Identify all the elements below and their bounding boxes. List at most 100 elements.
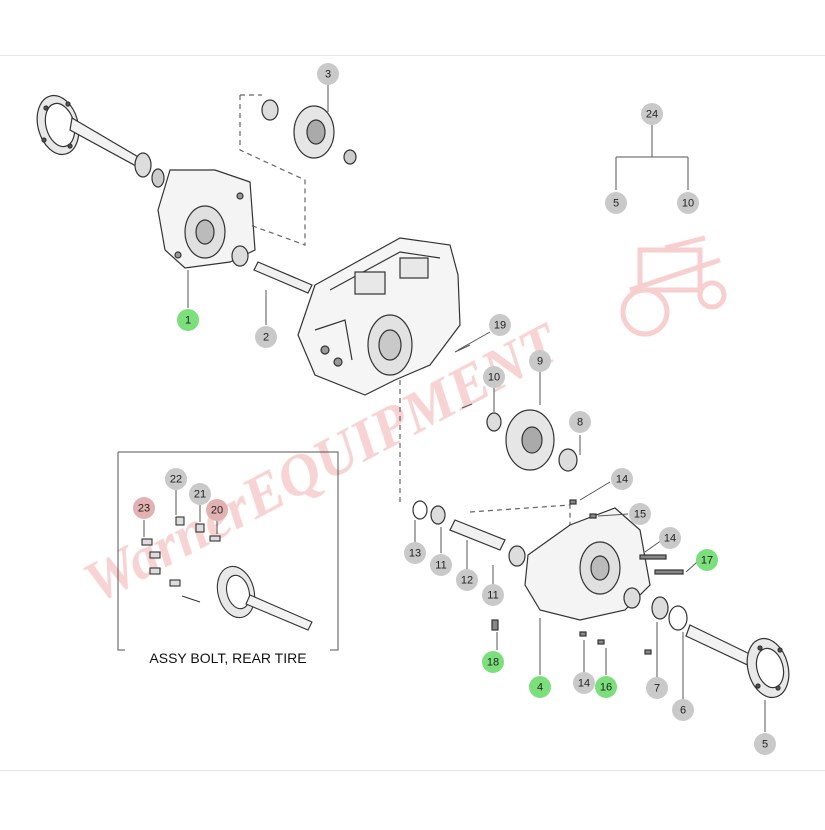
bottom-divider: [0, 770, 825, 771]
callout-c10a: 10: [677, 192, 699, 214]
callout-bubble: [659, 527, 681, 549]
callout-number: 11: [435, 560, 446, 572]
callout-bubble: [646, 677, 668, 699]
callout-bubble: [696, 549, 718, 571]
callout-bubble: [605, 192, 627, 214]
callout-number: 16: [600, 682, 612, 694]
callout-number: 4: [537, 682, 543, 694]
callout-c23: 23: [133, 497, 155, 519]
dashed-guide-upper: [239, 95, 306, 246]
callout-number: 6: [680, 705, 686, 717]
leader-lines: [143, 85, 766, 732]
callout-bubble: [529, 676, 551, 698]
callout-number: 12: [461, 575, 473, 587]
callout-bubble: [206, 499, 228, 521]
callout-c10b: 10: [483, 366, 505, 388]
callout-c24: 24: [641, 103, 663, 125]
right-hub-flange: [746, 637, 790, 699]
callout-bubble: [611, 468, 633, 490]
inset-caption: ASSY BOLT, REAR TIRE: [149, 650, 306, 666]
upper-gear-group: [239, 94, 357, 246]
callout-number: 10: [682, 198, 694, 210]
right-seal: [651, 596, 669, 620]
callout-c5a: 5: [605, 192, 627, 214]
input-shaft: [253, 261, 313, 294]
callout-c19: 19: [489, 314, 511, 336]
callout-c7: 7: [646, 677, 668, 699]
callout-number: 18: [487, 657, 499, 669]
callout-c2: 2: [255, 326, 277, 348]
callout-number: 11: [487, 590, 498, 602]
callout-bubble: [569, 411, 591, 433]
callout-number: 15: [634, 509, 646, 521]
callout-number: 1: [185, 315, 191, 327]
callout-bubble: [165, 468, 187, 490]
callout-bubble: [641, 103, 663, 125]
callout-number: 21: [194, 489, 206, 501]
upper-bearing: [261, 99, 279, 121]
inset-rear-tire-bolt: ASSY BOLT, REAR TIRE: [117, 451, 339, 668]
callout-bubble: [754, 733, 776, 755]
callout-c4: 4: [529, 676, 551, 698]
callout-bubble: [456, 569, 478, 591]
callout-number: 3: [325, 69, 331, 81]
upper-nut: [343, 149, 357, 165]
callout-bubble: [672, 699, 694, 721]
callout-c9: 9: [529, 350, 551, 372]
callout-markers: 1234556789101011111213141414151617181920…: [133, 63, 776, 755]
callout-number: 7: [654, 683, 660, 695]
callout-number: 5: [762, 739, 768, 751]
callout-c17: 17: [696, 549, 718, 571]
callout-bubble: [489, 314, 511, 336]
callout-number: 19: [494, 320, 506, 332]
callout-bubble: [483, 366, 505, 388]
callout-bubble: [317, 63, 339, 85]
callout-c5b: 5: [754, 733, 776, 755]
left-axle-assembly: [36, 94, 256, 269]
callout-bubble: [529, 350, 551, 372]
callout-c16: 16: [595, 676, 617, 698]
snap-ring: [412, 500, 428, 520]
callout-c14c: 14: [573, 672, 595, 694]
callout-c13: 13: [404, 542, 426, 564]
top-divider: [0, 55, 825, 56]
callout-number: 22: [170, 474, 182, 486]
callout-bubble: [629, 503, 651, 525]
callout-c14a: 14: [611, 468, 633, 490]
callout-bubble: [677, 192, 699, 214]
callout-bubble: [595, 676, 617, 698]
callout-number: 9: [537, 356, 543, 368]
left-hub-flange: [36, 94, 80, 156]
callout-c11b: 11: [482, 584, 504, 606]
callout-number: 13: [409, 548, 421, 560]
right-axle-assembly: [412, 499, 790, 699]
left-axle-shaft: [69, 117, 141, 167]
callout-number: 8: [577, 417, 583, 429]
callout-c6: 6: [672, 699, 694, 721]
callout-bubble: [255, 326, 277, 348]
callout-number: 14: [578, 678, 590, 690]
callout-number: 23: [138, 503, 150, 515]
callout-bubble: [430, 554, 452, 576]
middle-gear-group: [399, 344, 578, 540]
callout-c1: 1: [177, 309, 199, 331]
callout-bubble: [133, 497, 155, 519]
callout-bubble: [177, 309, 199, 331]
pinion-shaft: [449, 519, 506, 551]
callout-number: 5: [613, 198, 619, 210]
callout-bubble: [482, 584, 504, 606]
thrust-washer: [668, 605, 688, 631]
callout-number: 24: [646, 109, 658, 121]
callout-c21: 21: [189, 483, 211, 505]
callout-c22: 22: [165, 468, 187, 490]
callout-number: 17: [701, 555, 713, 567]
tractor-logo: [620, 235, 727, 337]
callout-c11a: 11: [430, 554, 452, 576]
callout-bubble: [404, 542, 426, 564]
callout-c15: 15: [629, 503, 651, 525]
callout-c20: 20: [206, 499, 228, 521]
callout-bubble: [189, 483, 211, 505]
callout-number: 2: [263, 332, 269, 344]
